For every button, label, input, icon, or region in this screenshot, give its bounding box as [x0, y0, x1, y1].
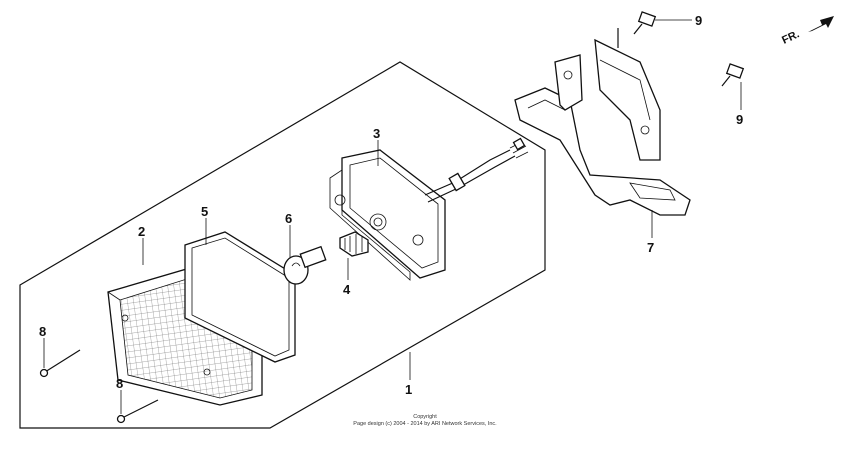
socket-part[interactable]	[339, 231, 369, 257]
bulb-part[interactable]	[283, 245, 327, 285]
callout-5: 5	[201, 204, 208, 219]
callout-7: 7	[647, 240, 654, 255]
bolt-part-upper[interactable]	[633, 11, 657, 35]
callout-8b: 8	[116, 376, 123, 391]
callout-9b: 9	[736, 112, 743, 127]
copyright-line-2: Page design (c) 2004 - 2014 by ARI Netwo…	[353, 421, 497, 427]
housing-part[interactable]	[329, 137, 529, 281]
screw-part-lower[interactable]	[116, 399, 159, 424]
callout-8a: 8	[39, 324, 46, 339]
callout-6: 6	[285, 211, 292, 226]
arrow-icon	[808, 16, 834, 32]
callout-9a: 9	[695, 13, 702, 28]
callout-3: 3	[373, 126, 380, 141]
screw-part-upper[interactable]	[39, 349, 81, 378]
bracket-part[interactable]	[514, 28, 691, 216]
front-direction-indicator: FR.	[780, 16, 834, 47]
callout-2: 2	[138, 224, 145, 239]
gasket-part[interactable]	[184, 231, 296, 363]
direction-label: FR.	[780, 28, 801, 46]
bolt-part-lower[interactable]	[721, 63, 745, 87]
callout-4: 4	[343, 282, 351, 297]
copyright-line-1: Copyright	[413, 414, 437, 420]
callout-1: 1	[405, 382, 412, 397]
assembly-outline	[19, 61, 546, 429]
